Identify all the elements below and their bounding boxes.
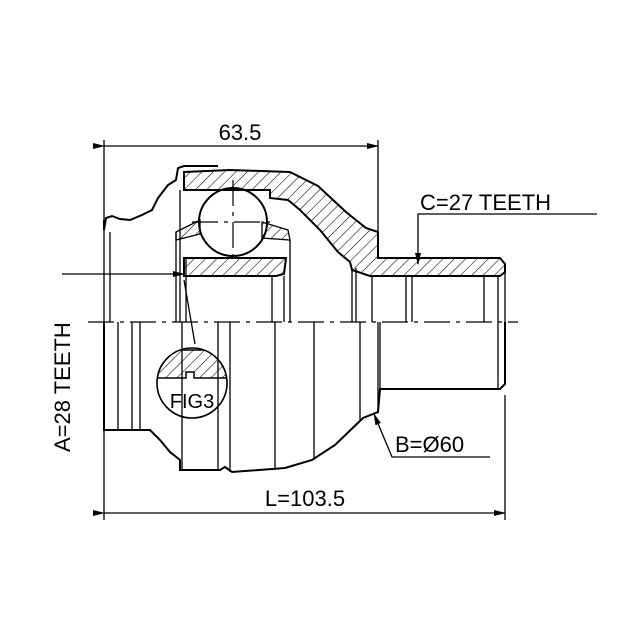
inner-race-section [183, 257, 288, 277]
boot-outline [103, 165, 218, 231]
label-c-teeth: C=27 TEETH [420, 190, 551, 215]
label-a-teeth: A=28 TEETH [50, 322, 75, 452]
label-b-diameter: B=Ø60 [395, 432, 464, 457]
lower-section-lines [117, 322, 499, 472]
dimension-bottom-label: L=103.5 [265, 486, 345, 511]
leader-b [373, 413, 490, 458]
leader-fig3 [183, 279, 196, 345]
upper-section-lines [103, 190, 506, 322]
fig3-label: FIG3 [170, 391, 214, 413]
housing-section [183, 168, 506, 277]
dimension-top-label: 63.5 [219, 120, 262, 145]
dimension-length [93, 395, 506, 520]
leader-c [415, 213, 597, 265]
